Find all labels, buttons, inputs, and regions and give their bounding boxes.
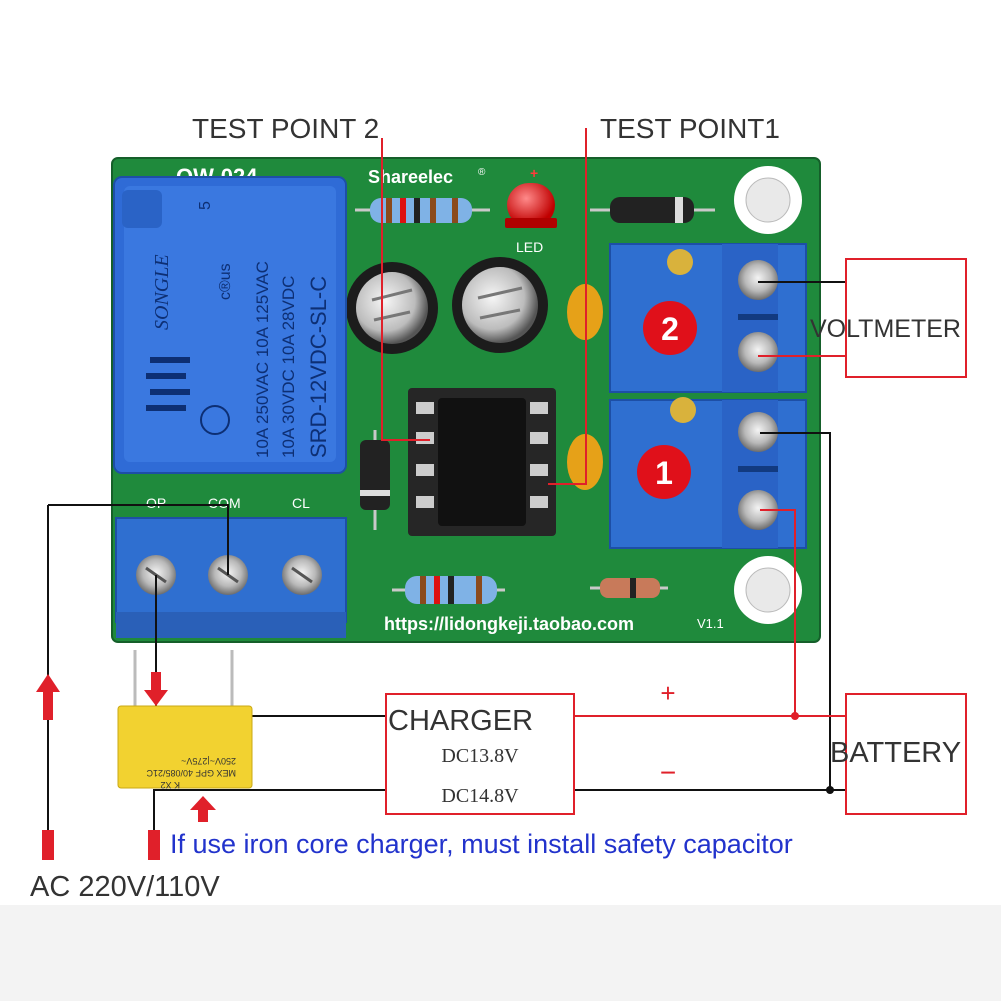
ac-wire-bottom bbox=[153, 789, 386, 830]
relay-logo-icon bbox=[146, 357, 230, 435]
relay-brand: SONGLE bbox=[151, 254, 173, 330]
polarity-plus: + bbox=[660, 678, 675, 708]
trimpot-1-label: 1 bbox=[655, 455, 673, 491]
diode-top bbox=[590, 197, 715, 223]
safety-cap-text-1: 250V~|275V~ bbox=[181, 756, 236, 766]
voltmeter-box bbox=[845, 258, 967, 378]
electrolytic-cap-right bbox=[452, 257, 548, 353]
led-indicator bbox=[505, 183, 557, 228]
trimpot-1-screw bbox=[670, 397, 696, 423]
test-point-2-wire bbox=[381, 138, 430, 441]
board-version: V1.1 bbox=[697, 616, 724, 631]
mounting-hole-bottom bbox=[734, 556, 802, 624]
arrow-down-icon bbox=[144, 672, 168, 706]
terminal-block-top bbox=[609, 243, 807, 393]
test-point-1-label: TEST POINT1 bbox=[600, 113, 780, 144]
battery-positive-wire bbox=[760, 509, 796, 716]
resistor-bottom bbox=[392, 576, 505, 604]
voltmeter-label: VOLTMETER bbox=[810, 315, 961, 343]
resistor-top bbox=[355, 198, 490, 223]
charger-dc-low: DC13.8V bbox=[441, 745, 519, 767]
charger-label: CHARGER bbox=[388, 705, 533, 737]
battery-label: BATTERY bbox=[830, 737, 961, 769]
diode-vertical bbox=[360, 430, 390, 530]
relay-spec-1: 10A 250VAC 10A 125VAC bbox=[253, 261, 272, 458]
led-plus: + bbox=[530, 165, 538, 181]
board-brand-mark: ® bbox=[478, 167, 486, 178]
ac-terminal-left bbox=[42, 830, 54, 860]
ac-wire-op-top bbox=[48, 504, 229, 575]
footer-band bbox=[0, 905, 1001, 1001]
trimpot-1-badge bbox=[637, 445, 691, 499]
electrolytic-cap-left bbox=[346, 262, 438, 354]
relay-pin-count: 5 bbox=[197, 201, 214, 210]
charger-box bbox=[385, 693, 575, 815]
arrow-up-icon bbox=[36, 674, 60, 720]
led-label: LED bbox=[516, 239, 543, 255]
arrow-up-small-icon bbox=[190, 796, 216, 822]
relay-terminal-com: COM bbox=[208, 495, 241, 511]
battery-box bbox=[845, 693, 967, 815]
safety-cap-text-3: K X2 bbox=[160, 780, 180, 790]
trimpot-2-label: 2 bbox=[661, 311, 679, 347]
relay-terminal-block bbox=[115, 517, 347, 638]
relay bbox=[113, 176, 347, 474]
diode-bottom bbox=[590, 578, 668, 598]
battery-negative-wire bbox=[760, 432, 831, 790]
trimpot-2-badge bbox=[643, 301, 697, 355]
charger-dc-high: DC14.8V bbox=[441, 785, 519, 807]
test-point-1-wire bbox=[548, 128, 587, 485]
board-brand: Shareelec bbox=[368, 167, 453, 187]
safety-cap-text-2: MEX GPF 40/085/21C bbox=[146, 768, 236, 778]
board-url: https://lidongkeji.taobao.com bbox=[384, 614, 634, 634]
safety-capacitor bbox=[117, 650, 253, 789]
relay-cert: c®us bbox=[217, 263, 234, 300]
test-point-2-label: TEST POINT 2 bbox=[192, 113, 379, 144]
relay-spec-3: SRD-12VDC-SL-C bbox=[306, 276, 331, 458]
mounting-hole-top bbox=[734, 166, 802, 234]
trimpot-2-screw bbox=[667, 249, 693, 275]
polarity-minus: − bbox=[660, 757, 676, 788]
relay-terminal-op: OP bbox=[146, 495, 166, 511]
ac-terminal-right bbox=[148, 830, 160, 860]
relay-spec-2: 10A 30VDC 10A 28VDC bbox=[279, 276, 298, 458]
ic-chip bbox=[408, 388, 556, 536]
relay-terminal-cl: CL bbox=[292, 495, 310, 511]
ac-label: AC 220V/110V bbox=[30, 871, 220, 903]
safety-note: If use iron core charger, must install s… bbox=[170, 829, 793, 859]
